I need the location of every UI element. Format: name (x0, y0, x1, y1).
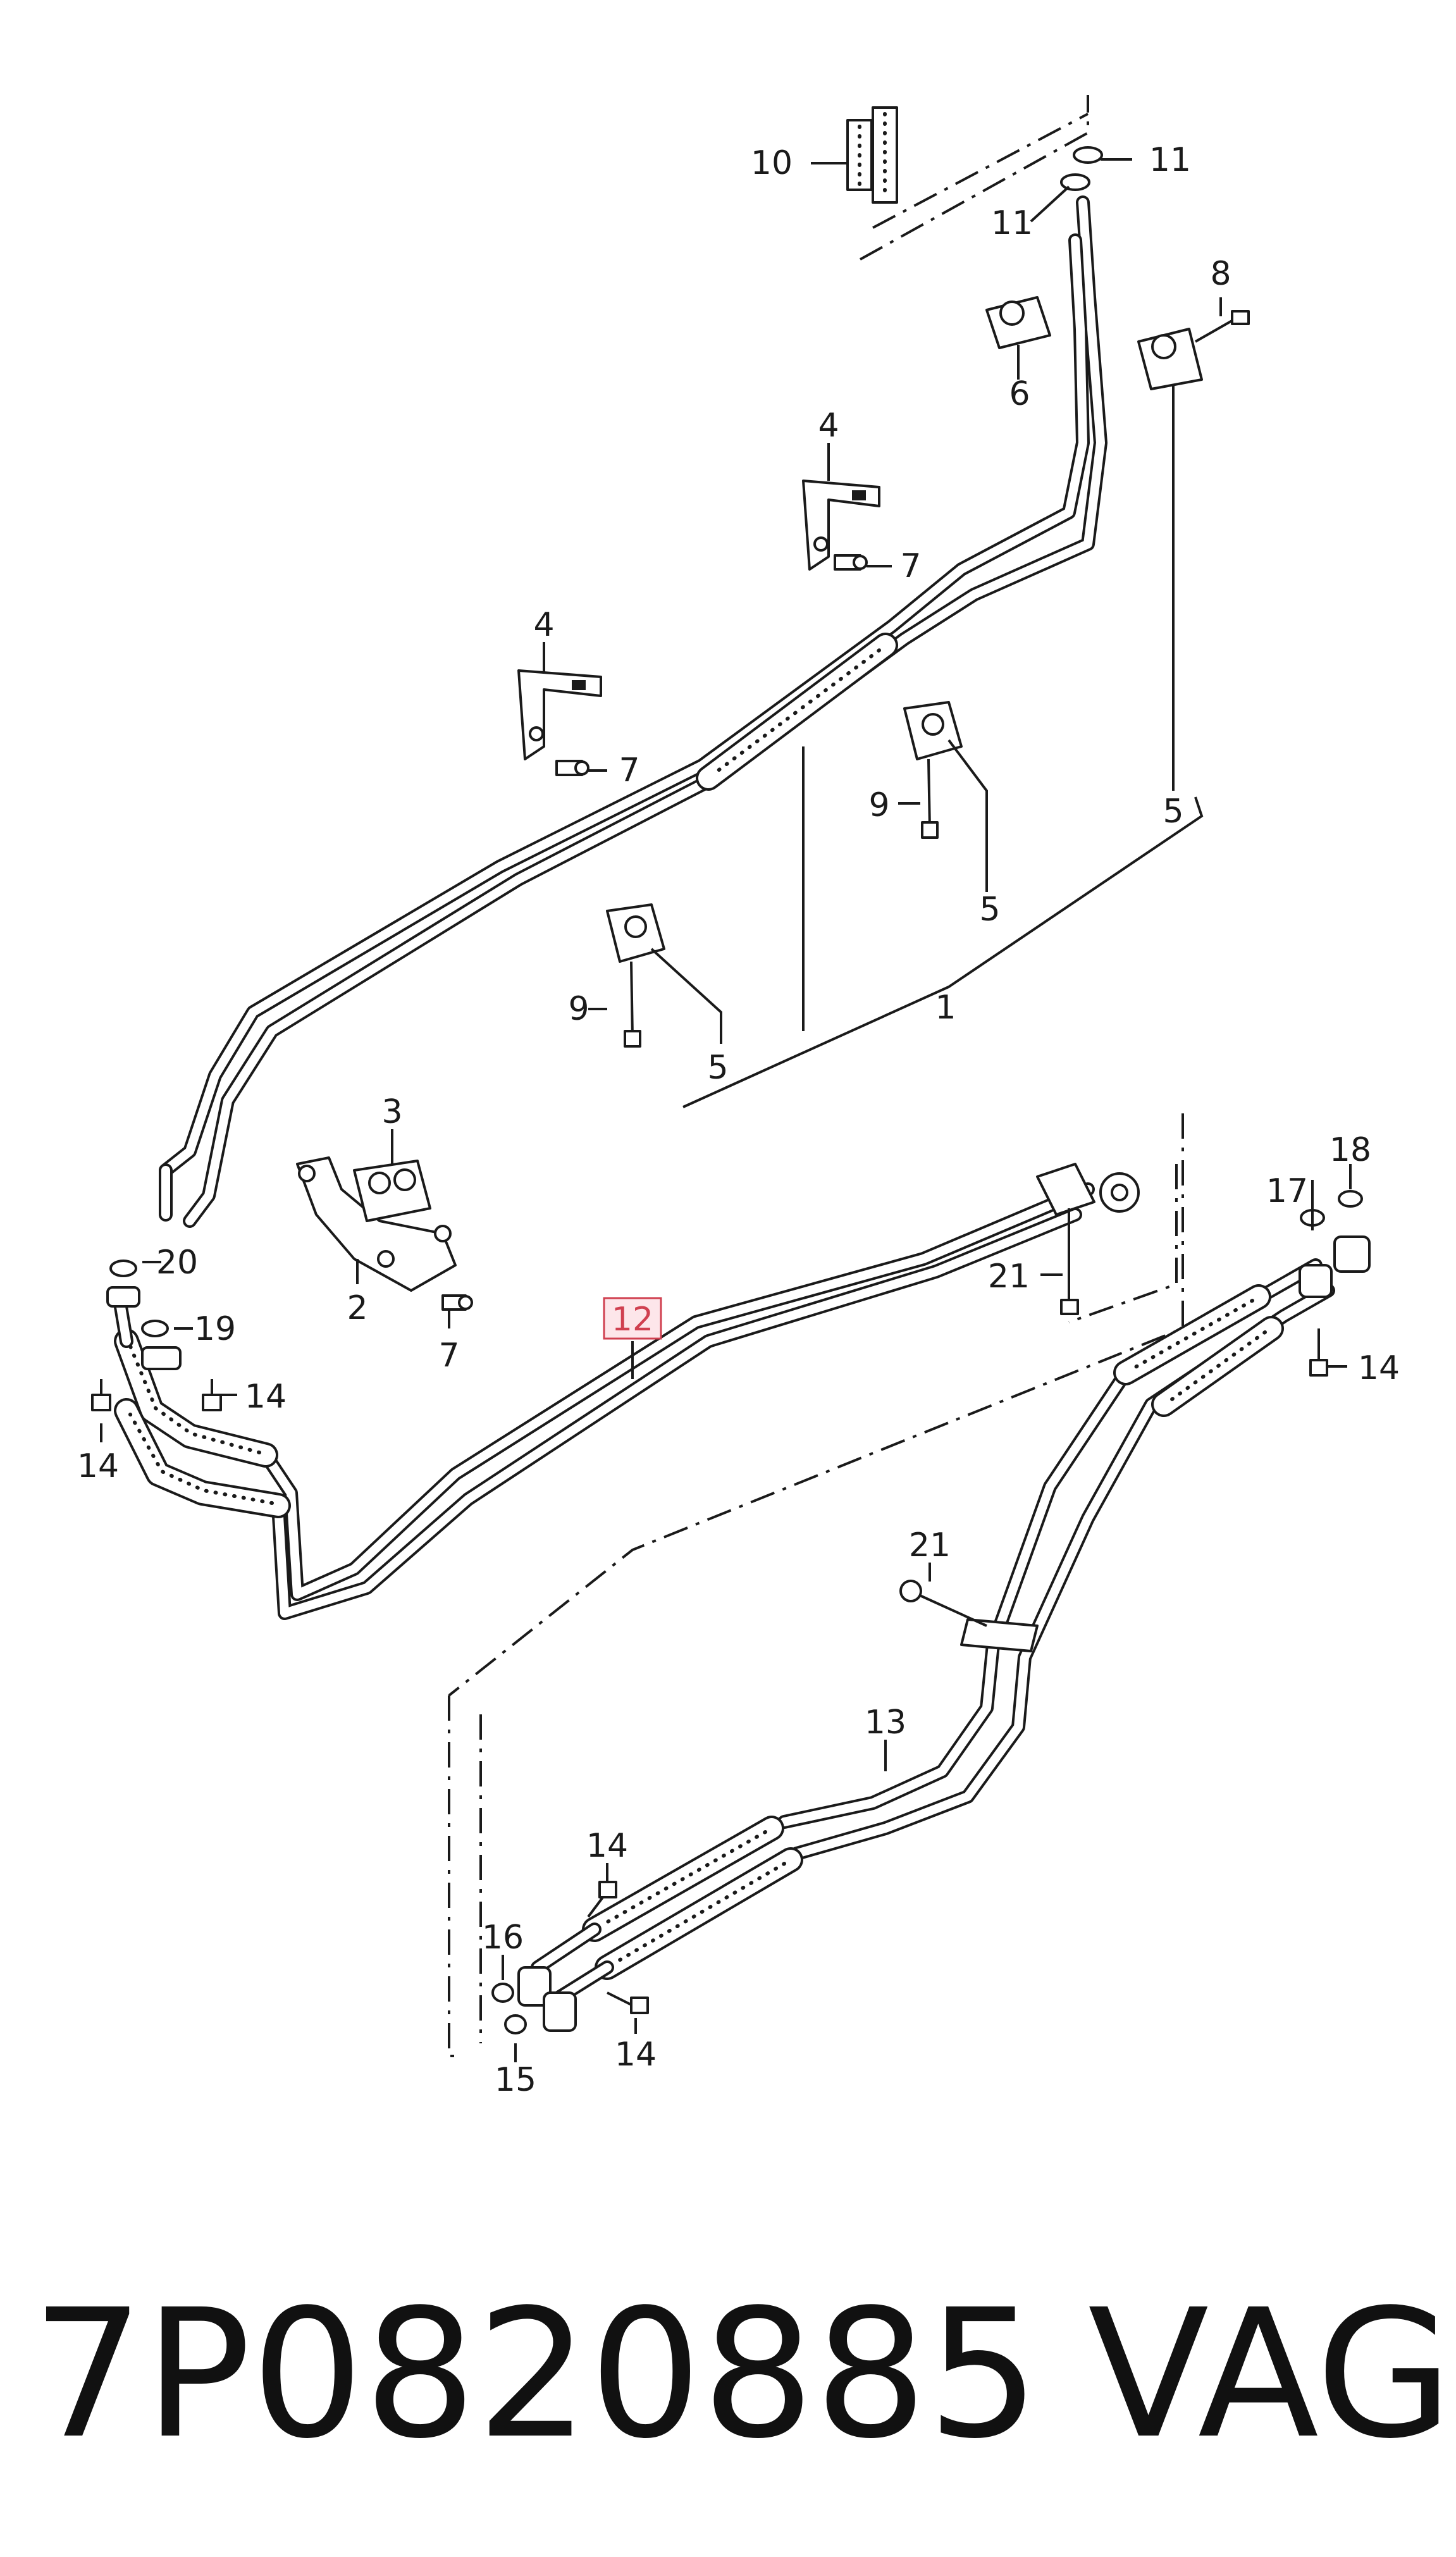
brand-caption: VAG (1088, 2272, 1453, 2478)
callout-11-lower: 11 (991, 204, 1033, 242)
bolt-7-mid (555, 760, 589, 776)
callout-7-upper: 7 (900, 547, 921, 585)
mid-pipe-assembly (259, 1182, 1095, 1620)
part-number-caption: 7P0820885 (32, 2272, 1040, 2478)
callout-14-left-b: 14 (245, 1378, 287, 1416)
callout-18: 18 (1330, 1131, 1371, 1169)
callout-14-right: 14 (1358, 1349, 1400, 1387)
fitting-16 (491, 1966, 552, 2007)
hose-clamps-11 (1060, 146, 1103, 191)
callout-21-upper: 21 (988, 1258, 1030, 1296)
bolt-14-left-a (91, 1379, 111, 1411)
fitting-18 (1333, 1190, 1371, 1273)
bolt-8 (1195, 310, 1250, 343)
callout-1: 1 (935, 989, 956, 1027)
callout-8: 8 (1210, 255, 1231, 293)
bracket-4-lower (517, 669, 602, 760)
holder-5-lower (606, 903, 665, 963)
left-hoses (113, 1296, 291, 1518)
callout-17: 17 (1266, 1172, 1308, 1210)
bolt-21-upper (1060, 1208, 1079, 1315)
bolt-21-lower (899, 1580, 987, 1627)
holder-3 (353, 1160, 431, 1222)
callout-2: 2 (347, 1289, 367, 1327)
callout-13: 13 (865, 1704, 906, 1742)
lower-pipe-assembly (531, 1258, 1335, 2006)
bolt-9-mid (921, 758, 939, 839)
bolt-9-lower (624, 961, 641, 1048)
callout-6: 6 (1009, 375, 1030, 413)
frame-upper-right (860, 95, 1089, 261)
frame-12-outer (448, 1113, 1184, 1697)
callout-5-lower: 5 (707, 1049, 728, 1087)
callout-21-lower: 21 (909, 1526, 951, 1564)
hose-sleeves-10 (846, 106, 898, 204)
callout-20: 20 (156, 1244, 198, 1282)
fitting-20 (106, 1260, 140, 1308)
callout-10: 10 (751, 144, 793, 182)
holder-5-upper (1137, 328, 1203, 390)
callout-14-lower-a: 14 (586, 1827, 628, 1865)
frame-upper-left (872, 113, 1089, 229)
upper-pipe-assembly (159, 195, 1107, 1228)
callout-4-lower: 4 (533, 606, 554, 644)
callout-3: 3 (381, 1093, 402, 1131)
bracket-2 (296, 1156, 457, 1292)
holder-6 (985, 296, 1051, 349)
callout-labels: 10 11 11 8 6 4 7 4 7 5 9 5 9 1 5 3 2 7 1… (77, 141, 1400, 2099)
bolt-14-left-b (202, 1379, 222, 1411)
callout-12: 12 (612, 1301, 653, 1339)
callout-7-mid: 7 (619, 752, 639, 789)
callout-4-upper: 4 (818, 407, 839, 445)
callout-9-upper: 9 (868, 786, 889, 824)
callout-19: 19 (194, 1310, 236, 1348)
callout-14-lower-b: 14 (615, 2036, 657, 2074)
frame-12 (1068, 1164, 1178, 1323)
bolt-14-right (1309, 1328, 1328, 1377)
callout-5-right: 5 (1163, 793, 1183, 831)
fitting-15 (504, 1991, 577, 2034)
holder-5-mid (903, 701, 963, 760)
fitting-17 (1299, 1209, 1333, 1298)
bracket-4-upper (802, 480, 880, 571)
fitting-19 (141, 1320, 182, 1370)
assembly-1-bracket (682, 796, 1204, 1108)
right-bracket-12 (1036, 1163, 1140, 1216)
clamp-lower (960, 1618, 1039, 1652)
bolt-14-lower-b (607, 1991, 649, 2014)
frame-13 (448, 1695, 455, 2057)
leader-lines (100, 158, 1352, 2062)
callout-5-mid: 5 (979, 891, 1000, 929)
bolt-7-upper (834, 554, 868, 571)
callout-11-upper: 11 (1149, 141, 1191, 179)
bolt-7-lower (441, 1294, 473, 1311)
callout-9-lower: 9 (568, 990, 589, 1028)
callout-7-lower: 7 (438, 1337, 459, 1375)
callout-16: 16 (482, 1919, 524, 1957)
callout-15: 15 (495, 2061, 536, 2099)
callout-12-highlight (603, 1297, 662, 1340)
callout-14-left-a: 14 (77, 1447, 119, 1485)
